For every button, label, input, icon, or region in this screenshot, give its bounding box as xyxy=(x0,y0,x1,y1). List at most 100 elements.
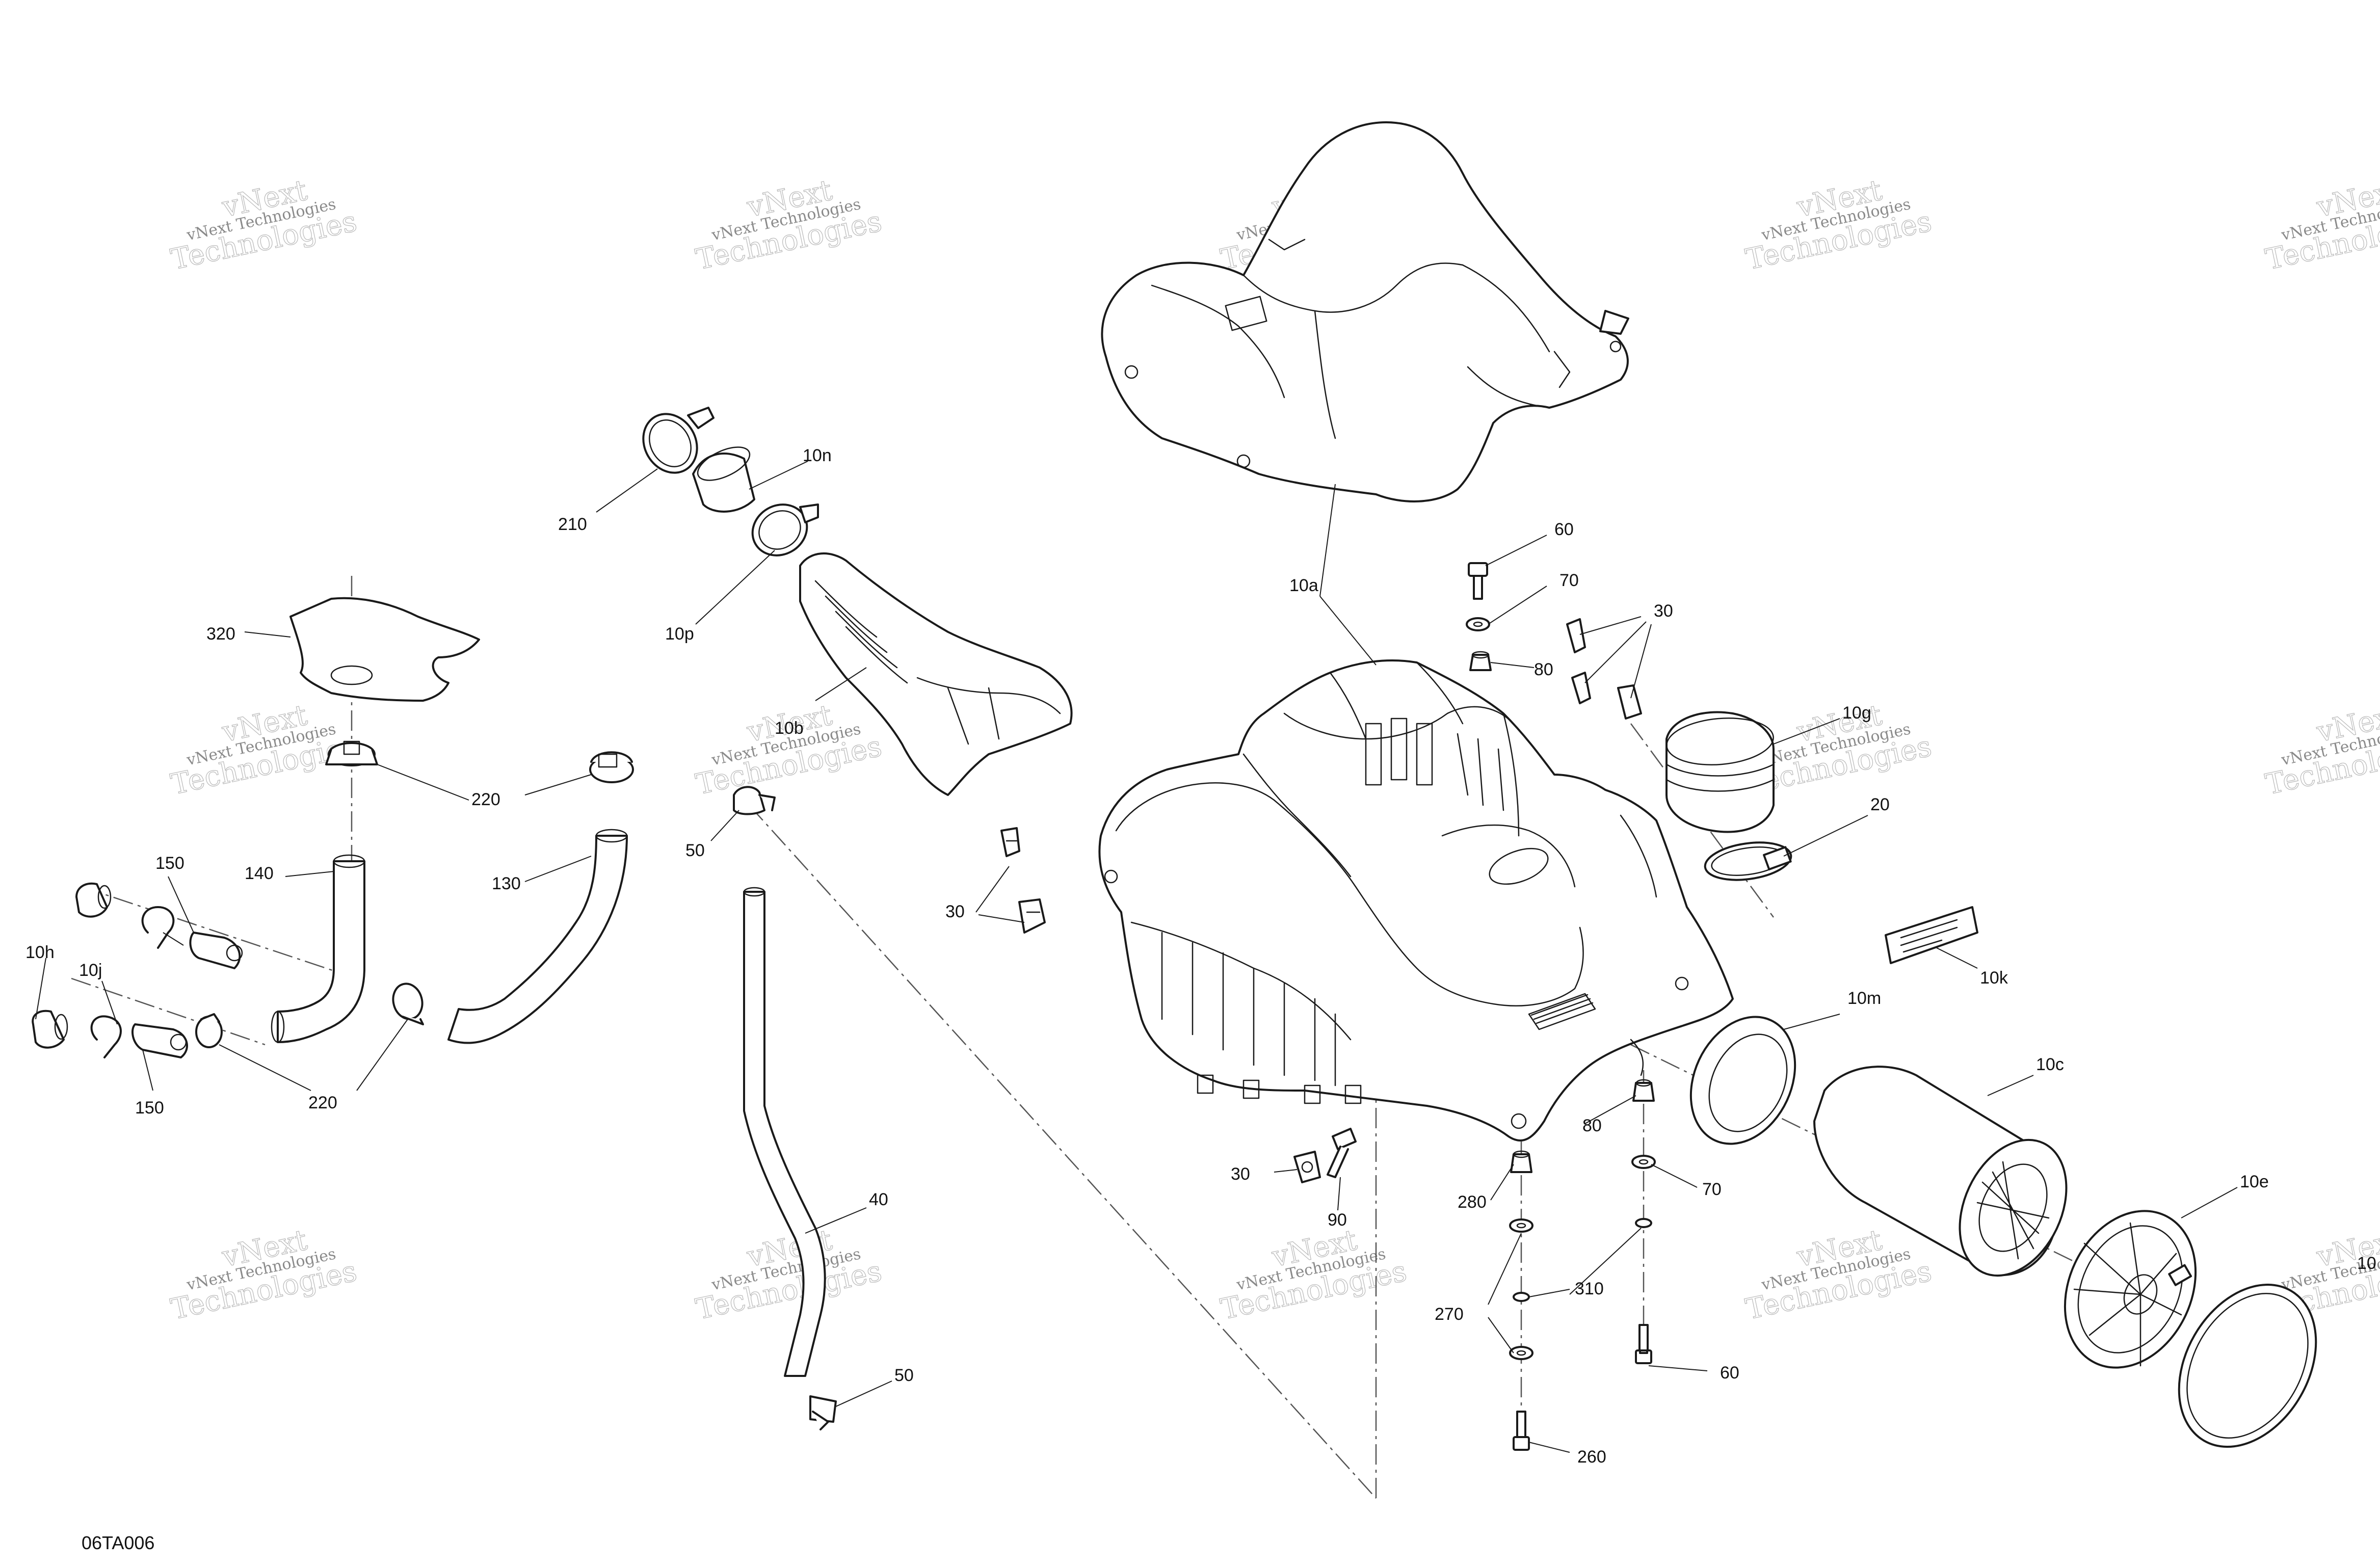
cover-clamp-ring-10 xyxy=(2178,1284,2317,1448)
watermark: vNext Technologies vNext Technologies xyxy=(693,1223,885,1326)
heat-shield-320 xyxy=(289,597,480,702)
callout-210: 210 xyxy=(558,515,587,534)
bolt-90 xyxy=(1327,1128,1357,1178)
callout-30-bottom: 30 xyxy=(1231,1164,1250,1184)
washer-310 xyxy=(1513,1292,1530,1302)
air-filter-10c xyxy=(1813,1066,2068,1277)
callout-60-bottom: 60 xyxy=(1720,1363,1739,1383)
callout-40: 40 xyxy=(869,1190,888,1209)
watermark: vNext Technologies vNext Technologies xyxy=(1742,173,1935,277)
watermark: vNext Technologies vNext Technologies xyxy=(693,173,885,277)
callout-50-top: 50 xyxy=(685,841,705,860)
airbox-upper-cover xyxy=(1101,121,1629,502)
callout-10n: 10n xyxy=(803,446,832,465)
bolt-60-bottom xyxy=(1635,1324,1652,1364)
intake-duct-10b xyxy=(799,552,1073,796)
vent-hose-40 xyxy=(743,887,826,1377)
hose-clamp-220-bottom xyxy=(195,1013,223,1048)
hose-clip-50-bottom xyxy=(809,1395,837,1430)
valve-10j-bottom xyxy=(131,1023,188,1058)
callout-10e: 10e xyxy=(2240,1172,2269,1191)
retaining-clip-30-c xyxy=(1293,1151,1321,1183)
intake-sleeve-10n xyxy=(692,446,755,513)
watermark: vNext Technologies vNext Technologies xyxy=(1742,1223,1935,1326)
washer-270-top xyxy=(1509,1218,1533,1233)
callout-70-right: 70 xyxy=(1702,1180,1722,1199)
callout-280: 280 xyxy=(1458,1192,1487,1212)
warning-label-10k xyxy=(1885,906,1978,964)
callout-140: 140 xyxy=(245,864,274,883)
diagram-code: 06TA006 xyxy=(82,1532,154,1553)
leader-lines xyxy=(35,461,2238,1453)
watermark: vNext Technologies vNext Technologies xyxy=(2262,173,2380,277)
drain-hose-130 xyxy=(447,829,628,1044)
callout-10p: 10p xyxy=(665,624,694,644)
retaining-clip-30-e xyxy=(1571,672,1591,704)
callout-150-top: 150 xyxy=(155,854,184,873)
bolt-60-top xyxy=(1468,562,1488,600)
callout-80-right: 80 xyxy=(1582,1116,1602,1135)
callout-10h: 10h xyxy=(25,943,55,962)
drain-plug-10h-bottom xyxy=(32,1010,68,1049)
outlet-boot-10g xyxy=(1665,711,1775,833)
spacer-280 xyxy=(1510,1150,1532,1173)
bolt-260 xyxy=(1513,1411,1530,1451)
callout-10m: 10m xyxy=(1847,989,1881,1008)
callout-50-bottom: 50 xyxy=(894,1366,914,1385)
assembly-axes xyxy=(71,576,2100,1499)
retaining-clip-30-f xyxy=(1617,684,1642,720)
grommet-80-top xyxy=(1469,651,1492,671)
callout-10c: 10c xyxy=(2036,1055,2064,1074)
washer-70-top xyxy=(1466,617,1490,631)
callout-150-bottom: 150 xyxy=(135,1098,164,1118)
callout-70-top: 70 xyxy=(1559,571,1579,590)
callout-220-top: 220 xyxy=(471,790,500,809)
callout-10g: 10g xyxy=(1842,703,1871,723)
callout-130: 130 xyxy=(492,874,521,893)
hose-clamp-220-top-left xyxy=(325,740,378,766)
callout-labels: 210 10n 10p 10b 320 220 140 130 150 10h … xyxy=(25,446,2376,1467)
callout-10a: 10a xyxy=(1289,576,1318,595)
watermark: vNext Technologies vNext Technologies xyxy=(168,698,360,802)
hose-clip-50-top xyxy=(733,786,776,815)
callout-30-right: 30 xyxy=(1654,601,1673,621)
watermark: vNext Technologies vNext Technologies xyxy=(1218,1223,1410,1326)
retaining-clip-30-d xyxy=(1566,618,1586,653)
washer-right-small xyxy=(1635,1218,1652,1228)
callout-80-top: 80 xyxy=(1534,660,1553,679)
intake-clamp-10p xyxy=(751,503,819,556)
callout-220-bottom: 220 xyxy=(308,1093,337,1112)
spring-clip-150-top xyxy=(141,906,175,949)
drain-hose-140 xyxy=(271,854,365,1043)
grommet-80-right xyxy=(1632,1079,1655,1102)
callout-60-top: 60 xyxy=(1554,520,1574,539)
washer-70-right xyxy=(1631,1155,1656,1169)
callout-270: 270 xyxy=(1435,1305,1464,1324)
washer-270-bottom xyxy=(1509,1346,1533,1360)
drain-plug-10h-top xyxy=(75,882,112,918)
callout-10j: 10j xyxy=(79,961,102,980)
retaining-clip-30-a xyxy=(1000,827,1020,857)
valve-10j-top xyxy=(189,932,243,969)
watermark: vNext Technologies vNext Technologies xyxy=(168,173,360,277)
callout-320: 320 xyxy=(206,624,235,644)
filter-seal-10m xyxy=(1689,1016,1796,1145)
callout-10k: 10k xyxy=(1980,968,2008,988)
callout-90: 90 xyxy=(1328,1210,1347,1230)
watermark: vNext Technologies vNext Technologies xyxy=(693,698,885,802)
callout-30-left: 30 xyxy=(945,902,965,921)
callout-260: 260 xyxy=(1577,1447,1606,1467)
intake-clamp-210 xyxy=(642,407,715,474)
watermark: vNext Technologies vNext Technologies xyxy=(2262,698,2380,802)
airbox-lower-housing xyxy=(1098,659,1734,1142)
retaining-clip-30-b xyxy=(1018,898,1046,934)
hose-clamp-220-mid xyxy=(392,983,424,1025)
filter-cover-10e xyxy=(2064,1210,2197,1369)
callout-10-edge: 10 xyxy=(2357,1254,2376,1273)
hose-clamp-220-top-right xyxy=(589,751,634,783)
watermark: vNext Technologies vNext Technologies xyxy=(168,1223,360,1326)
callout-310: 310 xyxy=(1575,1279,1604,1298)
boot-clamp-20 xyxy=(1704,841,1792,881)
spring-clip-150-bottom xyxy=(90,1015,122,1058)
